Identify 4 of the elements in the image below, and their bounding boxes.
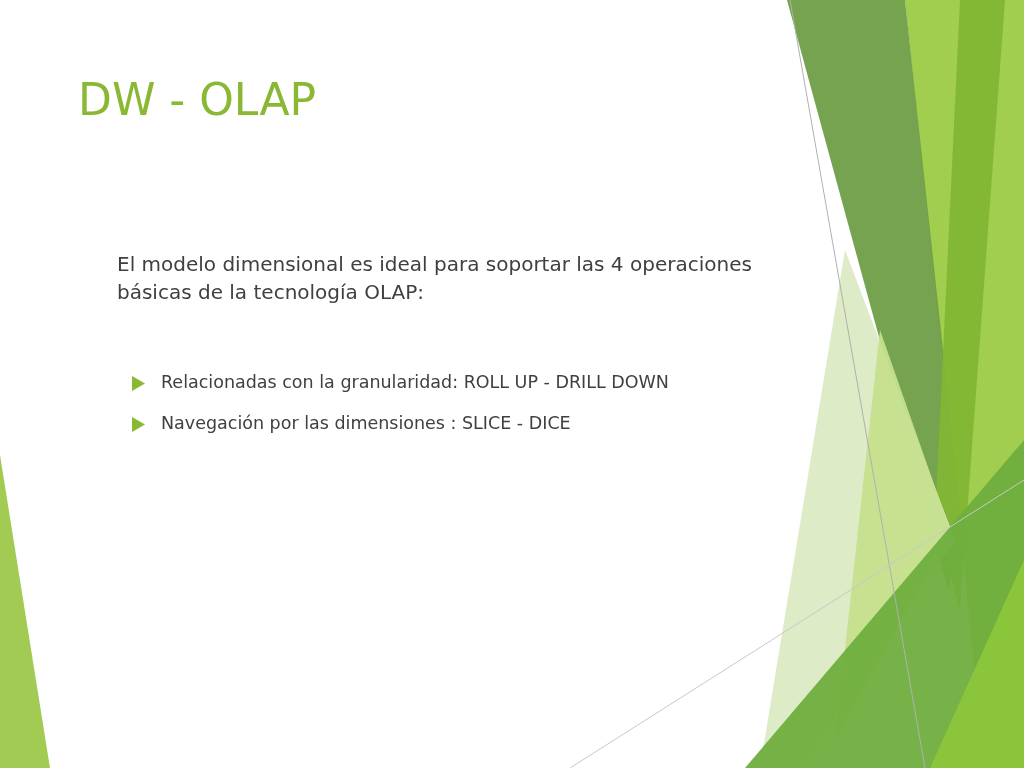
bullet-text: Navegación por las dimensiones : SLICE - DICE: [161, 412, 572, 435]
bullet-text: Relacionadas con la granularidad: ROLL UP - DRILL DOWN: [161, 371, 670, 394]
slide-title: DW - OLAP: [78, 74, 317, 125]
paragraph: El modelo dimensional es ideal para soportar las 4 operaciones básicas de la tecnología OLAP:: [117, 251, 753, 306]
